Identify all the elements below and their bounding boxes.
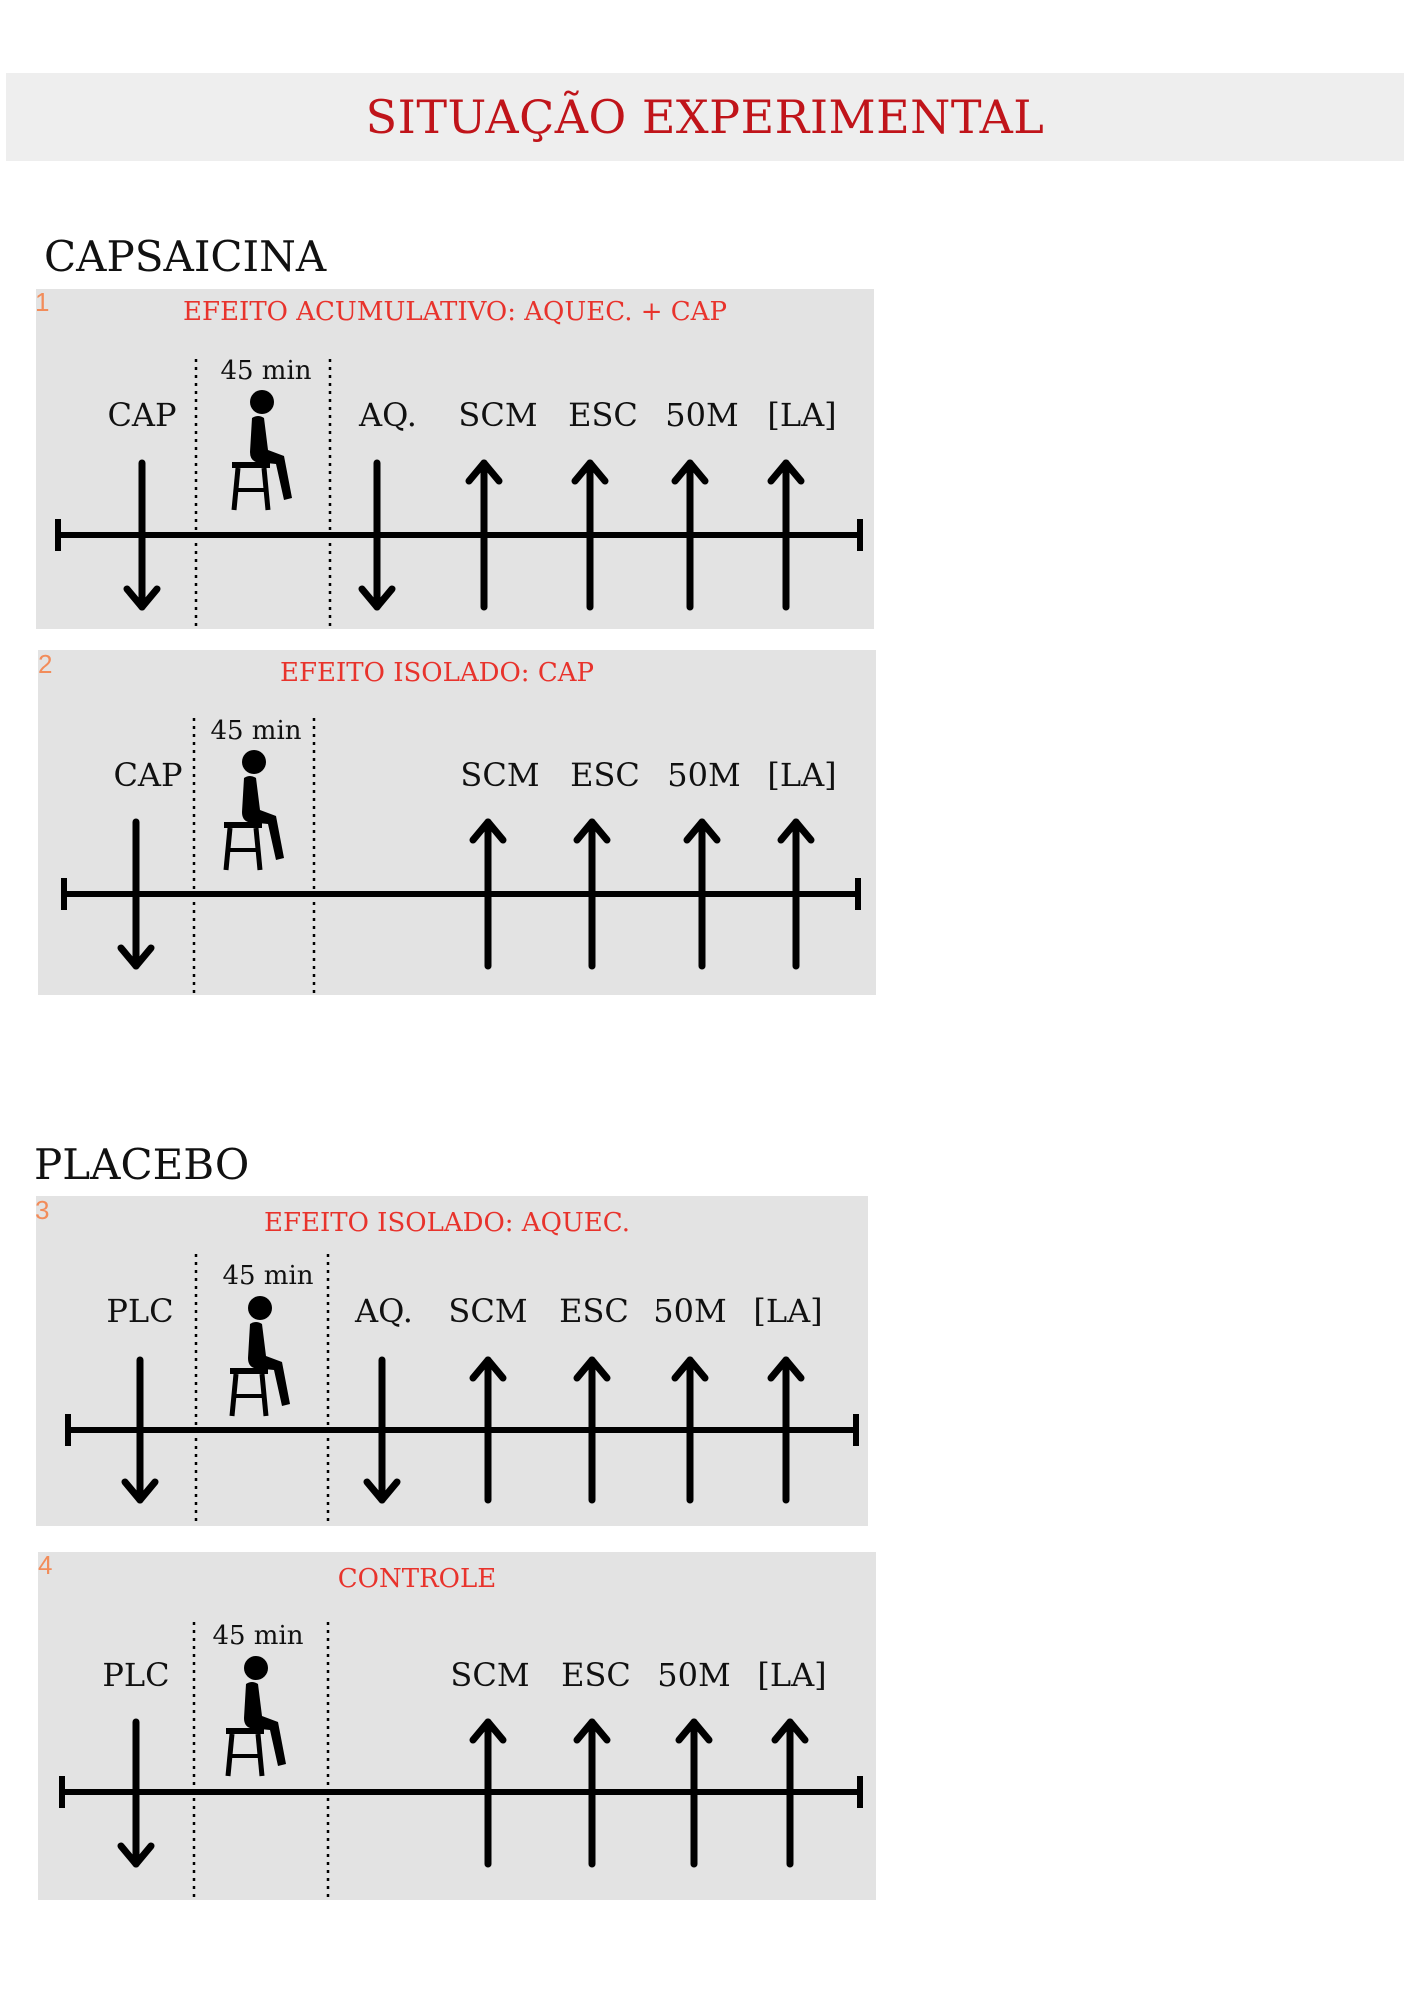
up-arrow-scm <box>469 1718 507 1868</box>
up-arrow-esc <box>573 1718 611 1868</box>
timeline-panel-1: 1 EFEITO ACUMULATIVO: AQUEC. + CAP 45 mi… <box>35 287 874 629</box>
up-arrow-50m <box>671 1356 709 1504</box>
timeline-panel-2: 2 EFEITO ISOLADO: CAP 45 min CAP SCM ESC… <box>38 649 876 995</box>
section-title-capsaicina: CAPSAICINA <box>44 232 327 281</box>
panel-number: 3 <box>35 1195 50 1225</box>
seated-person-icon <box>229 1296 290 1417</box>
seated-person-icon <box>231 390 292 511</box>
panel-number: 1 <box>35 287 50 317</box>
rest-duration-label: 45 min <box>212 1621 303 1651</box>
timeline-diagram: 45 min CAP SCM ESC 50M [LA] <box>61 716 861 995</box>
event-label-esc: ESC <box>559 1292 629 1330</box>
timeline-diagram: 45 min PLC AQ. SCM ESC 50M [LA] <box>65 1254 859 1526</box>
event-label-plc: PLC <box>102 1656 169 1694</box>
rest-duration-label: 45 min <box>220 356 311 386</box>
event-label-cap: CAP <box>107 396 176 434</box>
event-label-la: [LA] <box>753 1292 822 1330</box>
panel-title: EFEITO ISOLADO: CAP <box>280 658 594 688</box>
down-arrow-cap <box>123 459 161 611</box>
rest-duration-label: 45 min <box>222 1261 313 1291</box>
event-label-la: [LA] <box>767 756 836 794</box>
up-arrow-esc <box>573 1356 611 1504</box>
rest-duration-label: 45 min <box>210 716 301 746</box>
event-label-aq: AQ. <box>354 1292 413 1330</box>
down-arrow-aq <box>363 1356 401 1504</box>
panel-number: 2 <box>38 649 53 679</box>
event-label-esc: ESC <box>568 396 638 434</box>
event-label-50m: 50M <box>657 1656 730 1694</box>
event-label-50m: 50M <box>665 396 738 434</box>
up-arrow-la <box>767 1356 805 1504</box>
down-arrow-cap <box>117 818 155 970</box>
up-arrow-la <box>777 818 815 970</box>
up-arrow-scm <box>469 1356 507 1504</box>
down-arrow-plc <box>117 1718 155 1868</box>
seated-person-icon <box>225 1656 286 1777</box>
event-label-la: [LA] <box>757 1656 826 1694</box>
event-label-plc: PLC <box>106 1292 173 1330</box>
up-arrow-scm <box>465 459 503 611</box>
down-arrow-aq <box>358 459 396 611</box>
timeline-panel-3: 3 EFEITO ISOLADO: AQUEC. 45 min PLC AQ. … <box>35 1195 868 1526</box>
timeline-panel-4: 4 CONTROLE 45 min PLC SCM ESC 50M [LA] <box>38 1550 876 1900</box>
event-label-cap: CAP <box>113 756 182 794</box>
event-label-scm: SCM <box>460 756 539 794</box>
section-title-placebo: PLACEBO <box>34 1140 250 1189</box>
panel-title: EFEITO ISOLADO: AQUEC. <box>263 1208 631 1238</box>
panel-title: EFEITO ACUMULATIVO: AQUEC. + CAP <box>183 297 727 327</box>
event-label-scm: SCM <box>450 1656 529 1694</box>
event-label-esc: ESC <box>570 756 640 794</box>
panel-title: CONTROLE <box>337 1564 497 1594</box>
up-arrow-esc <box>573 818 611 970</box>
event-label-aq: AQ. <box>358 396 417 434</box>
event-label-50m: 50M <box>653 1292 726 1330</box>
panel-number: 4 <box>38 1550 53 1580</box>
event-label-scm: SCM <box>448 1292 527 1330</box>
up-arrow-la <box>767 459 805 611</box>
page-title: SITUAÇÃO EXPERIMENTAL <box>365 90 1045 144</box>
header-bar: SITUAÇÃO EXPERIMENTAL <box>6 73 1404 161</box>
down-arrow-plc <box>121 1356 159 1504</box>
event-label-esc: ESC <box>561 1656 631 1694</box>
up-arrow-50m <box>683 818 721 970</box>
up-arrow-50m <box>671 459 709 611</box>
timeline-diagram: 45 min PLC SCM ESC 50M [LA] <box>59 1621 863 1900</box>
event-label-50m: 50M <box>667 756 740 794</box>
up-arrow-50m <box>675 1718 713 1868</box>
event-label-la: [LA] <box>767 396 836 434</box>
timeline-diagram: 45 min CAP AQ. SCM ESC 50M [LA] <box>55 356 863 629</box>
up-arrow-esc <box>571 459 609 611</box>
event-label-scm: SCM <box>458 396 537 434</box>
up-arrow-scm <box>469 818 507 970</box>
seated-person-icon <box>223 750 284 871</box>
up-arrow-la <box>771 1718 809 1868</box>
